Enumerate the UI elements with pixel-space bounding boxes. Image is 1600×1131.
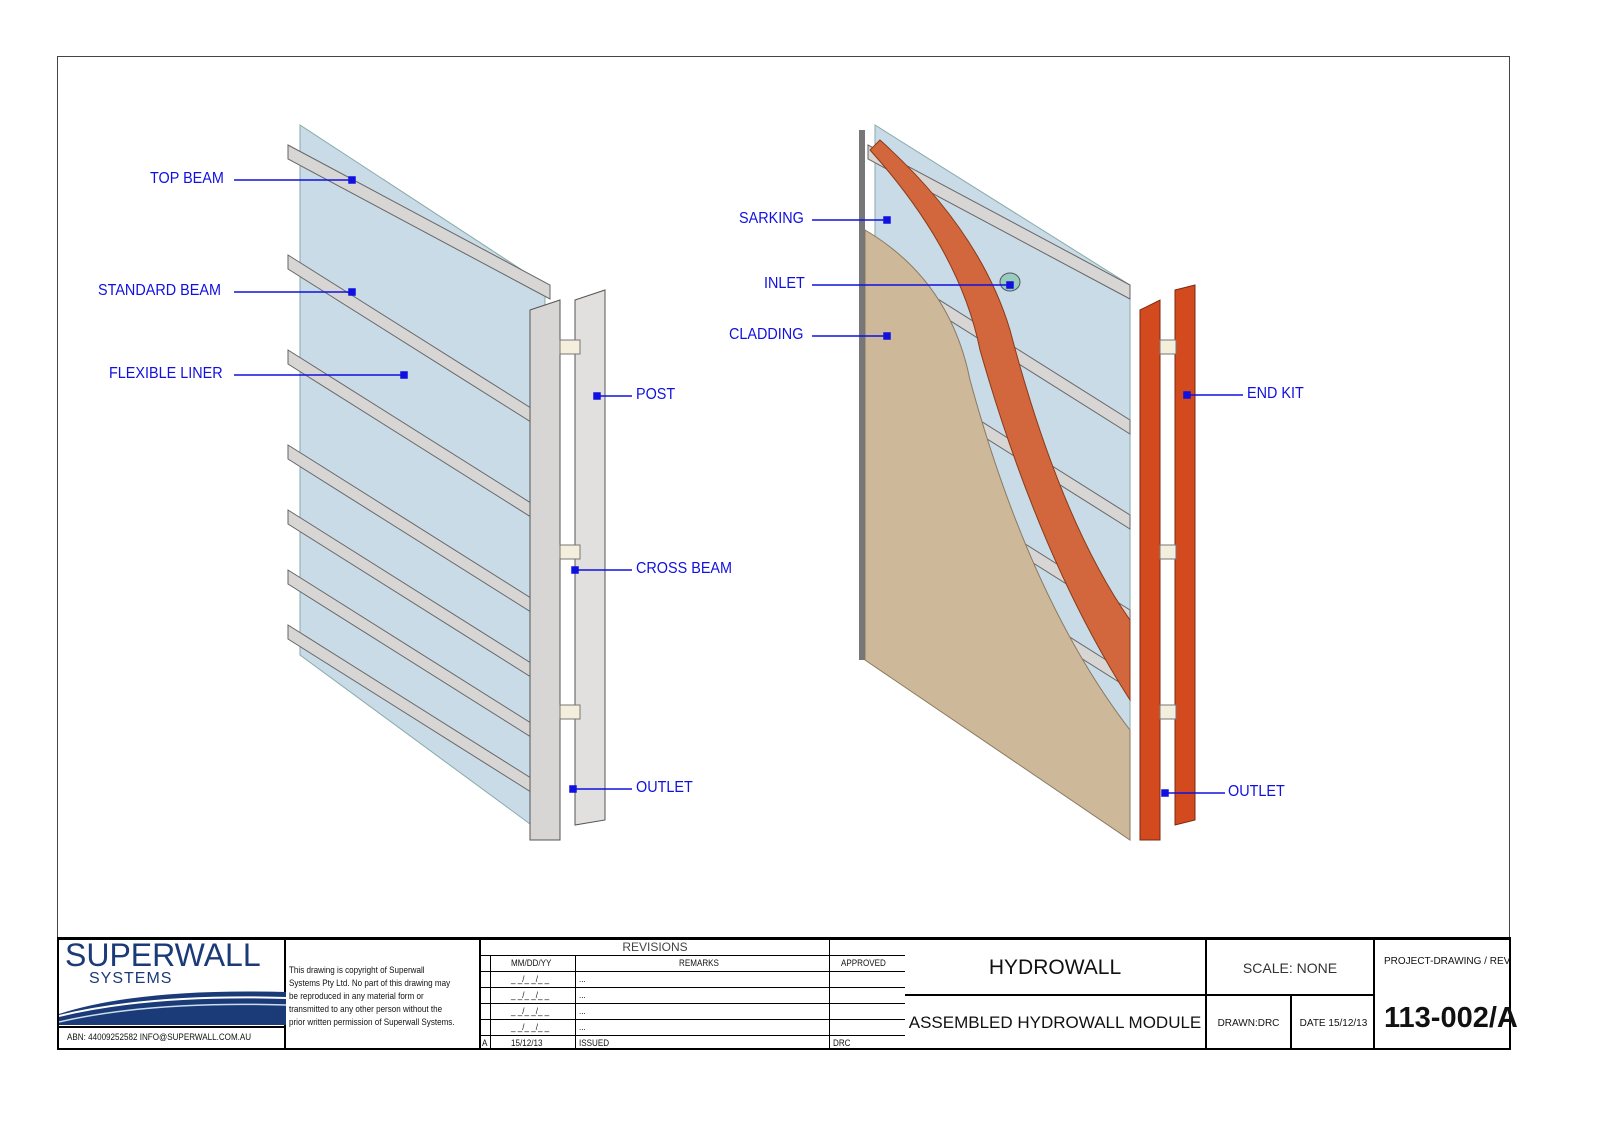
contact-info: ABN: 44009252582 INFO@SUPERWALL.COM.AU	[67, 1032, 252, 1043]
logo-main: SUPERWALL	[65, 937, 261, 973]
scale-cell: SCALE: NONE DRAWN:DRC DATE 15/12/13	[1207, 940, 1375, 1048]
logo-sub: SYSTEMS	[89, 970, 173, 987]
end-kit	[1174, 284, 1196, 826]
sarking	[869, 139, 1131, 702]
revision-date: 15/12/13	[511, 1038, 543, 1049]
drawing-number: 113-002/A	[1384, 1002, 1518, 1034]
post-rear	[574, 289, 606, 826]
revisions-table: REVISIONS MM/DD/YY REMARKS APPROVED _ _/…	[481, 940, 905, 1050]
right-module-view	[859, 124, 1196, 841]
revision-remarks: ...	[579, 974, 586, 985]
copyright-line: be reproduced in any material form or	[289, 991, 424, 1002]
title-cell: HYDROWALL ASSEMBLED HYDROWALL MODULE	[905, 940, 1207, 1048]
label-cross-beam: CROSS BEAM	[636, 560, 733, 577]
label-outlet-left: OUTLET	[636, 779, 693, 796]
rev-header-approved: APPROVED	[841, 958, 886, 969]
logo-cell: SUPERWALL SYSTEMS ABN: 44009252582 INFO@…	[57, 937, 286, 1048]
cross-beam	[1159, 704, 1177, 720]
label-sarking: SARKING	[739, 210, 804, 227]
label-inlet: INLET	[764, 275, 805, 292]
label-flexible-liner: FLEXIBLE LINER	[109, 365, 223, 382]
cross-beam	[559, 704, 581, 720]
revision-rev: A	[482, 1038, 488, 1049]
copyright-line: This drawing is copyright of Superwall	[289, 965, 425, 976]
leader-lines	[234, 176, 1243, 797]
end-kit	[1139, 299, 1161, 841]
label-end-kit: END KIT	[1247, 385, 1304, 402]
revision-remarks: ...	[579, 990, 586, 1001]
label-outlet-right: OUTLET	[1228, 783, 1285, 800]
project-name: HYDROWALL	[988, 956, 1122, 979]
drawn-by: DRAWN:DRC	[1217, 1018, 1280, 1029]
revision-remarks: ...	[579, 1022, 586, 1033]
revision-date: _ _/_ _/_ _	[511, 1006, 550, 1017]
revision-date: _ _/_ _/_ _	[511, 990, 550, 1001]
rev-header-remarks: REMARKS	[679, 958, 719, 969]
logo-wave-icon	[59, 991, 286, 1025]
revision-remarks: ...	[579, 1006, 586, 1017]
revision-date: _ _/_ _/_ _	[511, 1022, 550, 1033]
cross-beam	[559, 544, 581, 560]
number-cell: PROJECT-DRAWING / REV 113-002/A	[1375, 940, 1518, 1048]
label-top-beam: TOP BEAM	[150, 170, 224, 187]
label-standard-beam: STANDARD BEAM	[98, 282, 221, 299]
copyright-text: This drawing is copyright of Superwall S…	[289, 964, 455, 1029]
label-post: POST	[636, 386, 676, 403]
copyright-line: Systems Pty Ltd. No part of this drawing…	[289, 978, 451, 989]
drawing-title: ASSEMBLED HYDROWALL MODULE	[908, 1013, 1202, 1032]
label-cladding: CLADDING	[729, 326, 804, 343]
revision-date: _ _/_ _/_ _	[511, 974, 550, 985]
copyright-cell: This drawing is copyright of Superwall S…	[286, 940, 481, 1048]
top-beam	[867, 144, 1131, 300]
copyright-line: transmitted to any other person without …	[289, 1004, 443, 1015]
cross-beam	[559, 339, 581, 355]
left-module-view	[287, 124, 606, 841]
drawing-date: DATE 15/12/13	[1299, 1018, 1368, 1029]
number-label: PROJECT-DRAWING / REV	[1384, 956, 1511, 967]
copyright-line: prior written permission of Superwall Sy…	[289, 1017, 455, 1028]
revision-remarks: ISSUED	[579, 1038, 610, 1049]
revisions-title: REVISIONS	[622, 940, 688, 954]
cladding	[864, 229, 1131, 841]
revision-approved: DRC	[833, 1038, 851, 1049]
scale: SCALE: NONE	[1242, 960, 1338, 976]
post	[529, 299, 561, 841]
cross-beam	[1159, 544, 1177, 560]
title-block: SUPERWALL SYSTEMS ABN: 44009252582 INFO@…	[57, 937, 1518, 1050]
rev-header-date: MM/DD/YY	[511, 958, 552, 969]
cross-beam	[1159, 339, 1177, 355]
